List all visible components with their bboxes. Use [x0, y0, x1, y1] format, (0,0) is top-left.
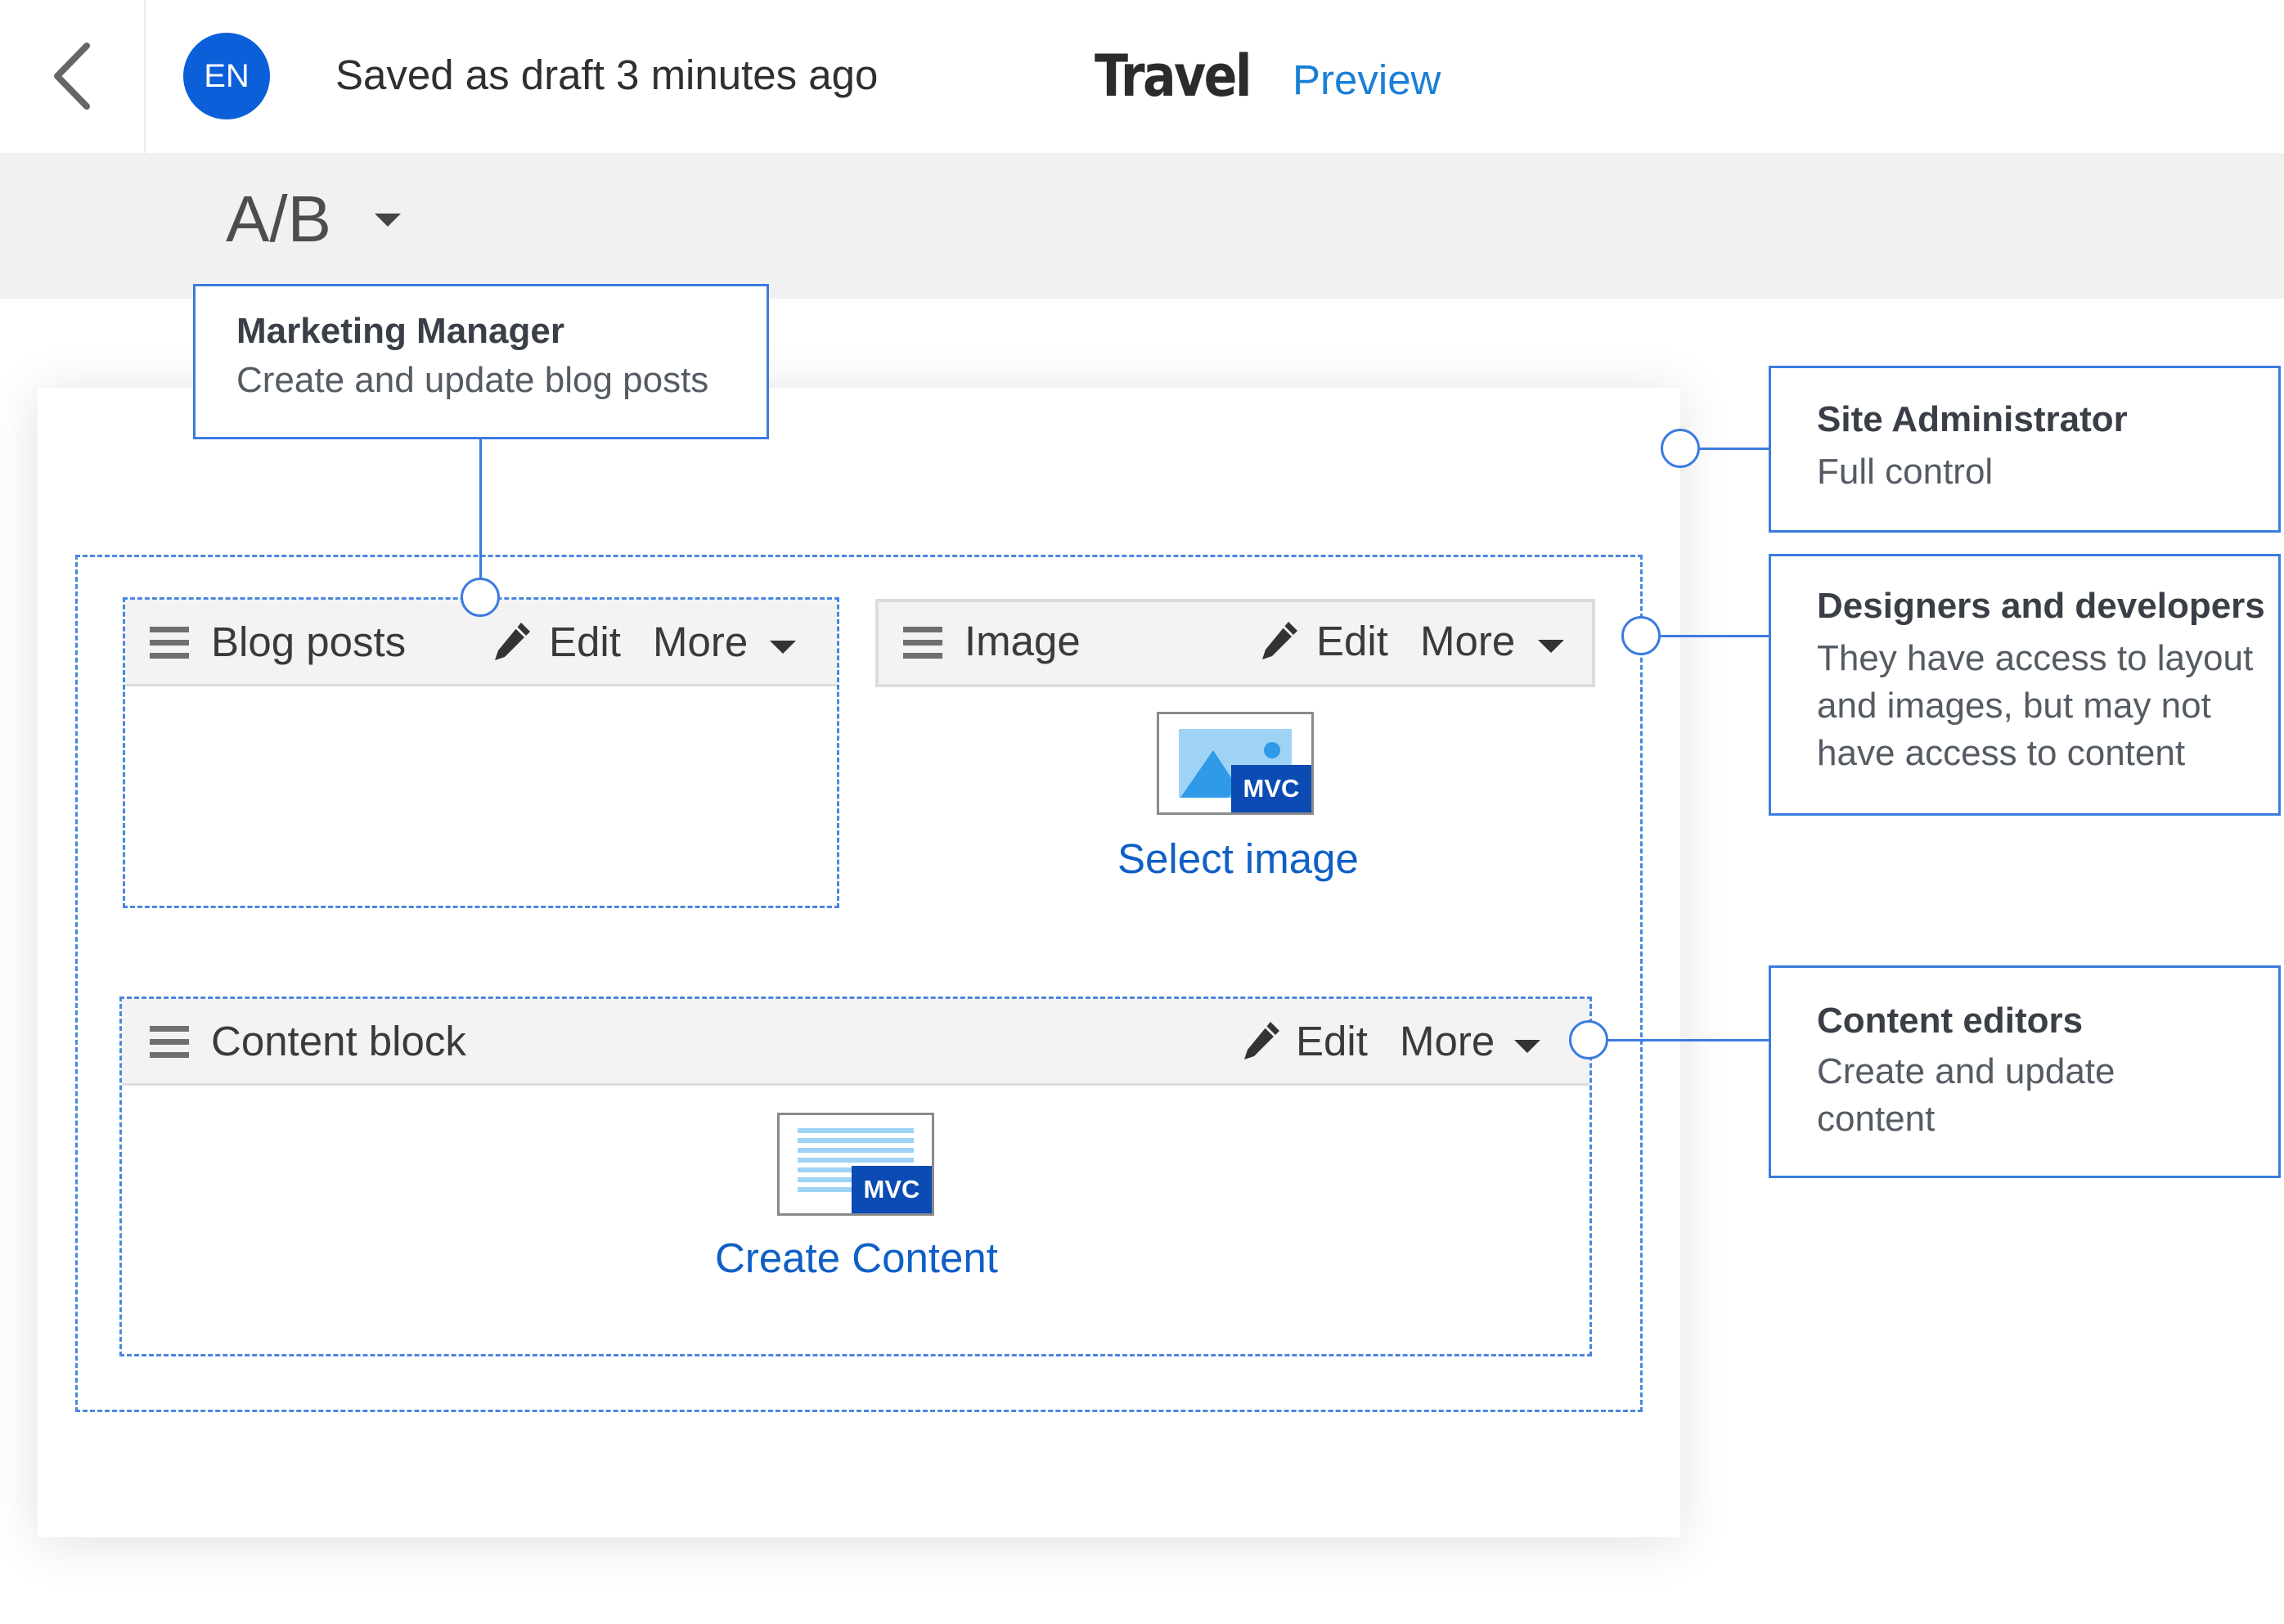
- connector-node: [1569, 1020, 1608, 1059]
- edit-button[interactable]: Edit: [1296, 1018, 1368, 1064]
- callout-title: Content editors: [1817, 1001, 2084, 1041]
- more-button[interactable]: More: [1400, 1018, 1495, 1064]
- widget-title: Image: [964, 618, 1081, 664]
- connector-line: [1700, 448, 1769, 450]
- hamburger-drag-icon[interactable]: [903, 627, 942, 659]
- callout-description: and images, but may not: [1817, 686, 2211, 726]
- mvc-badge: MVC: [1231, 765, 1311, 812]
- connector-node: [461, 578, 500, 617]
- caret-down-icon[interactable]: [375, 214, 401, 227]
- more-button[interactable]: More: [1420, 618, 1516, 664]
- page-title: Travel: [1095, 43, 1252, 110]
- callout-description: Create and update: [1817, 1051, 2115, 1091]
- connector-node: [1661, 429, 1700, 468]
- image-placeholder-icon[interactable]: MVC: [1157, 712, 1314, 815]
- image-widget-header[interactable]: Image Edit More: [875, 599, 1595, 687]
- callout-designers-developers: Designers and developers They have acces…: [1769, 554, 2281, 816]
- hamburger-drag-icon[interactable]: [150, 627, 189, 659]
- select-image-link[interactable]: Select image: [1117, 835, 1359, 882]
- content-placeholder-icon[interactable]: MVC: [777, 1113, 934, 1216]
- callout-marketing-manager: Marketing Manager Create and update blog…: [193, 284, 769, 439]
- edit-button[interactable]: Edit: [1316, 618, 1388, 664]
- back-chevron-icon: [54, 43, 90, 110]
- callout-description: Create and update blog posts: [236, 360, 709, 400]
- callout-title: Site Administrator: [1817, 399, 2128, 439]
- connector-line: [1608, 1039, 1769, 1041]
- pencil-icon: [1262, 622, 1297, 659]
- callout-title: Designers and developers: [1817, 586, 2265, 626]
- page-canvas: [38, 388, 1680, 1537]
- layout-region: [75, 555, 1643, 1412]
- variant-bar: [0, 153, 2284, 299]
- caret-down-icon[interactable]: [770, 641, 796, 654]
- callout-content-editors: Content editors Create and update conten…: [1769, 965, 2281, 1178]
- callout-description: They have access to layout: [1817, 638, 2254, 678]
- callout-site-administrator: Site Administrator Full control: [1769, 366, 2281, 533]
- connector-node: [1621, 616, 1661, 655]
- caret-down-icon[interactable]: [1514, 1040, 1540, 1053]
- editor-header: EN Saved as draft 3 minutes ago Travel P…: [0, 0, 2284, 153]
- language-avatar[interactable]: EN: [183, 33, 270, 119]
- create-content-link[interactable]: Create Content: [715, 1235, 998, 1281]
- mvc-badge: MVC: [852, 1166, 932, 1213]
- caret-down-icon[interactable]: [1538, 640, 1564, 653]
- back-button[interactable]: [0, 0, 146, 153]
- pencil-icon: [495, 623, 530, 660]
- pencil-icon: [1244, 1022, 1279, 1059]
- preview-link[interactable]: Preview: [1293, 56, 1441, 103]
- blog-posts-header[interactable]: Blog posts Edit More: [125, 600, 837, 686]
- connector-line: [479, 439, 482, 598]
- more-button[interactable]: More: [653, 619, 749, 665]
- variant-selector[interactable]: A/B: [226, 182, 331, 255]
- edit-button[interactable]: Edit: [549, 619, 621, 665]
- content-block-widget: [119, 996, 1592, 1356]
- callout-title: Marketing Manager: [236, 311, 564, 351]
- callout-description: Full control: [1817, 452, 1994, 492]
- widget-title: Blog posts: [211, 619, 407, 665]
- content-block-header[interactable]: Content block Edit More: [122, 999, 1589, 1086]
- widget-title: Content block: [211, 1018, 466, 1064]
- callout-description: content: [1817, 1099, 1936, 1139]
- hamburger-drag-icon[interactable]: [150, 1026, 189, 1059]
- connector-line: [1661, 635, 1769, 637]
- save-status: Saved as draft 3 minutes ago: [335, 52, 879, 98]
- callout-description: have access to content: [1817, 733, 2186, 773]
